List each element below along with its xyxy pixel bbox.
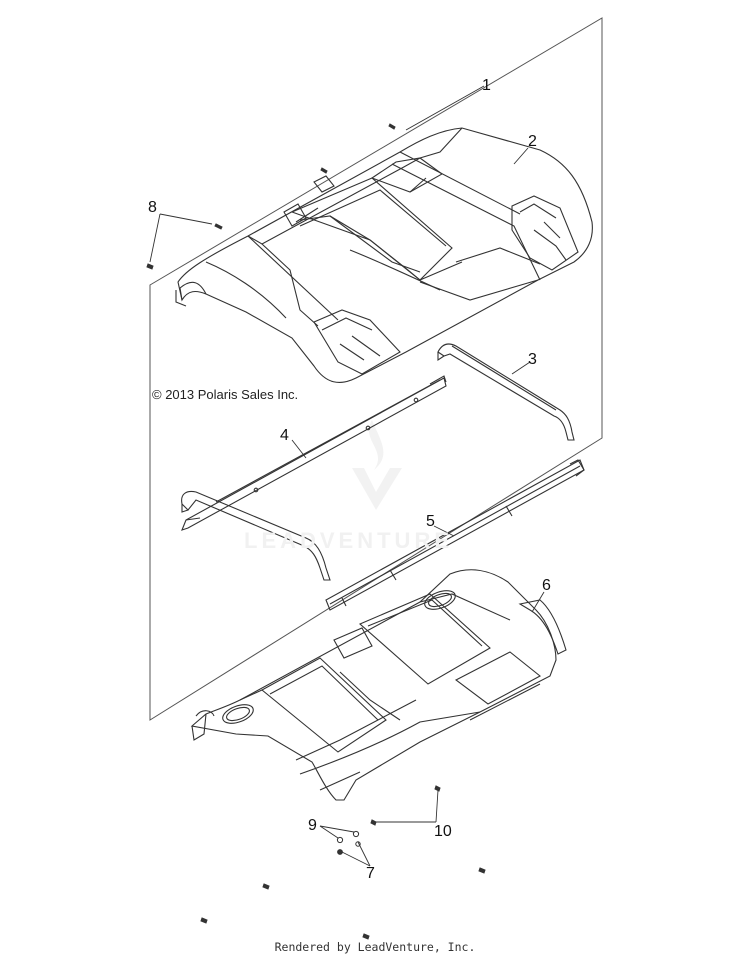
callout-2: 2 [528, 133, 537, 150]
callout-4: 4 [280, 427, 289, 444]
callout-1: 1 [482, 77, 491, 94]
copyright-notice: © 2013 Polaris Sales Inc. [152, 387, 299, 402]
side-rail-right [325, 459, 585, 611]
headliner [190, 569, 567, 801]
side-rail-left [181, 375, 447, 581]
roof-panel [175, 127, 593, 384]
callout-5: 5 [426, 513, 435, 530]
callout-9: 9 [308, 817, 317, 834]
callout-3: 3 [528, 351, 537, 368]
callout-6: 6 [542, 577, 551, 594]
callout-10: 10 [434, 823, 452, 840]
leader-lines [149, 85, 545, 867]
front-trim-bar [437, 343, 575, 441]
assembly-boundary [149, 17, 603, 721]
footer-credit: Rendered by LeadVenture, Inc. [274, 940, 476, 954]
callout-8: 8 [148, 199, 157, 216]
hardware [146, 123, 486, 940]
watermark-logo [352, 420, 402, 510]
callout-7: 7 [366, 865, 375, 882]
watermark-text: LEADVENTURE [244, 528, 454, 553]
